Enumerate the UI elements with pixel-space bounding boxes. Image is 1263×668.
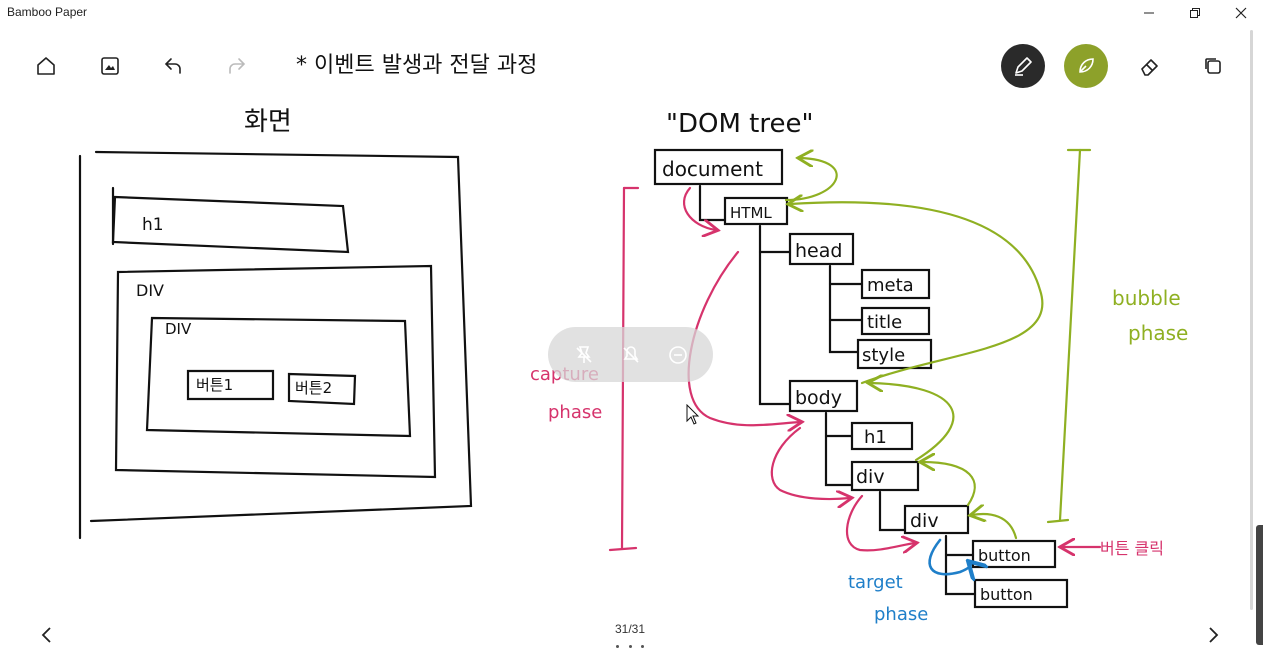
capture-label-2: phase — [548, 402, 602, 423]
dom-title: "DOM tree" — [666, 109, 813, 139]
floating-toolbar — [548, 327, 713, 382]
brush-tool-icon — [1079, 58, 1094, 73]
node-button-2: button — [980, 585, 1033, 604]
insert-image-button[interactable] — [94, 50, 126, 82]
minimize-button[interactable] — [1126, 0, 1172, 26]
close-icon — [1235, 7, 1247, 19]
pen-tool-icon — [1015, 57, 1032, 76]
node-html: HTML — [730, 204, 772, 222]
eraser-button[interactable] — [1134, 50, 1166, 82]
redo-icon — [229, 58, 246, 74]
minus-circle-icon — [668, 345, 687, 364]
dom-tree-lines — [653, 148, 1069, 609]
node-document: document — [662, 157, 763, 181]
mute-icon — [622, 345, 639, 363]
next-page-button[interactable] — [1198, 620, 1228, 650]
copy-button[interactable] — [1197, 50, 1229, 82]
screen-button1: 버튼1 — [196, 376, 233, 394]
node-h1: h1 — [864, 427, 887, 448]
close-button[interactable] — [1218, 0, 1263, 26]
more-dots-icon[interactable] — [616, 640, 644, 652]
mute-button[interactable] — [618, 342, 644, 368]
node-title: title — [867, 312, 902, 333]
minimize-icon — [1144, 12, 1154, 14]
target-label-1: target — [848, 572, 903, 593]
mouse-cursor-icon — [686, 404, 700, 425]
note-heading: * 이벤트 발생과 전달 과정 — [296, 53, 537, 78]
click-label: 버튼 클릭 — [1100, 539, 1164, 558]
node-body: body — [795, 387, 842, 409]
copy-icon — [1205, 58, 1221, 74]
scroll-thumb[interactable] — [1256, 525, 1263, 645]
eraser-icon — [1141, 59, 1158, 76]
restore-button[interactable] — [1172, 0, 1218, 26]
bubble-label-2: phase — [1128, 321, 1188, 345]
target-phase-arrow — [928, 538, 971, 574]
minus-button[interactable] — [665, 342, 691, 368]
node-head: head — [795, 240, 842, 262]
app-title: Bamboo Paper — [7, 5, 88, 19]
node-meta: meta — [867, 275, 914, 296]
node-button-1: button — [978, 546, 1031, 565]
restore-icon — [1190, 8, 1200, 18]
pin-off-button[interactable] — [571, 342, 597, 368]
scroll-track[interactable] — [1250, 30, 1253, 610]
undo-button[interactable] — [157, 50, 189, 82]
chevron-right-icon — [1209, 627, 1219, 643]
bubble-phase-arrows — [784, 148, 1092, 540]
undo-icon — [164, 58, 181, 74]
pin-off-icon — [575, 345, 592, 363]
home-button[interactable] — [30, 50, 62, 82]
screen-div-outer: DIV — [136, 281, 164, 300]
node-style: style — [862, 345, 905, 366]
page-counter: 31/31 — [614, 622, 646, 636]
screen-h1: h1 — [142, 215, 164, 235]
brush-tool-button[interactable] — [1064, 44, 1108, 88]
node-div-1: div — [856, 466, 885, 488]
pen-tool-button[interactable] — [1001, 44, 1045, 88]
screen-button2: 버튼2 — [295, 379, 332, 397]
screen-label: 화면 — [244, 107, 292, 137]
target-label-2: phase — [874, 604, 928, 625]
screen-sketch — [78, 150, 473, 540]
image-icon — [101, 57, 119, 75]
screen-div-inner: DIV — [165, 320, 192, 338]
node-div-2: div — [910, 510, 939, 532]
bubble-label-1: bubble — [1112, 286, 1181, 310]
title-bar: Bamboo Paper — [0, 0, 1263, 26]
home-icon — [37, 57, 55, 75]
redo-button[interactable] — [221, 50, 253, 82]
previous-page-button[interactable] — [32, 620, 62, 650]
chevron-left-icon — [41, 627, 51, 643]
